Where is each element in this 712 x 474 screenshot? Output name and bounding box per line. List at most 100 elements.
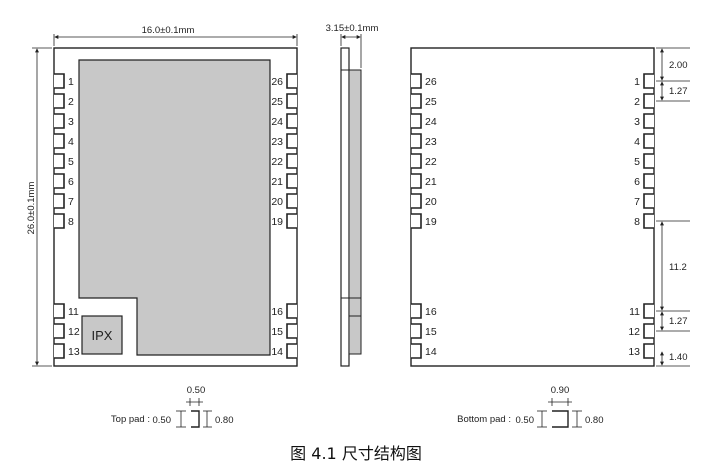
- pin-pad: [286, 323, 297, 339]
- pin-pad: [643, 323, 654, 339]
- pin-pad: [643, 93, 654, 109]
- pin-pad: [411, 213, 422, 229]
- pin-pad: [54, 193, 65, 209]
- pitch-dimension-label: 2.00: [669, 60, 688, 71]
- pin-pad: [54, 153, 65, 169]
- side-view: 3.15±0.1mm: [326, 23, 379, 367]
- pin-number: 24: [271, 116, 283, 128]
- pin-number: 13: [68, 346, 80, 358]
- bottom-pad-right-dim: 0.80: [585, 415, 604, 426]
- pin-number: 7: [68, 196, 74, 208]
- pin-pad: [643, 113, 654, 129]
- pin-number: 19: [271, 216, 283, 228]
- pin-number: 11: [629, 306, 640, 318]
- pin-pad: [286, 193, 297, 209]
- pin-pad: [286, 153, 297, 169]
- pin-pad: [643, 193, 654, 209]
- pin-pad: [286, 113, 297, 129]
- pitch-dimension-label: 11.2: [669, 262, 687, 273]
- pin-pad: [286, 73, 297, 89]
- pin-pad: [411, 193, 422, 209]
- figure-number: 图 4.1: [290, 444, 337, 463]
- top-pad-detail: Top pad : 0.50 0.50 0.80: [111, 385, 234, 428]
- pin-number: 3: [68, 116, 74, 128]
- bottom-pad-detail: Bottom pad : 0.90 0.50 0.80: [457, 385, 604, 428]
- pin-number: 7: [634, 196, 640, 208]
- pin-pad: [54, 73, 65, 89]
- ipx-connector: [81, 315, 123, 355]
- pin-number: 15: [425, 326, 437, 338]
- bottom-pad-shape: [552, 410, 569, 428]
- pin-pad: [54, 173, 65, 189]
- top-pad-left-dim: 0.50: [153, 415, 172, 426]
- pin-number: 23: [271, 136, 283, 148]
- pitch-dimension-label: 1.27: [669, 86, 688, 97]
- pin-pad: [643, 73, 654, 89]
- pin-number: 22: [271, 156, 283, 168]
- pin-pad: [286, 93, 297, 109]
- pin-number: 26: [271, 76, 283, 88]
- pin-pad: [54, 213, 65, 229]
- pin-number: 25: [425, 96, 437, 108]
- pin-number: 5: [634, 156, 640, 168]
- pin-pad: [411, 303, 422, 319]
- pitch-dimension-label: 1.27: [669, 316, 688, 327]
- pin-number: 20: [271, 196, 283, 208]
- pin-pad: [54, 343, 65, 359]
- pin-pad: [643, 153, 654, 169]
- pin-number: 21: [425, 176, 437, 188]
- pin-number: 1: [634, 76, 640, 88]
- pin-number: 24: [425, 116, 437, 128]
- pin-pad: [54, 303, 65, 319]
- pin-number: 5: [68, 156, 74, 168]
- pitch-dimension-label: 1.40: [669, 352, 688, 363]
- pin-pad: [286, 173, 297, 189]
- top-pad-top-dim: 0.50: [187, 385, 206, 396]
- pin-number: 1: [68, 76, 74, 88]
- height-dimension-label: 26.0±0.1mm: [26, 182, 37, 235]
- pin-pad: [411, 93, 422, 109]
- pin-pad: [286, 213, 297, 229]
- pin-pad: [643, 133, 654, 149]
- pin-pad: [54, 133, 65, 149]
- bottom-pad-top-dim: 0.90: [551, 385, 570, 396]
- pin-pad: [54, 113, 65, 129]
- pin-number: 12: [628, 326, 640, 338]
- width-dimension-label: 16.0±0.1mm: [142, 25, 195, 36]
- top-pad-shape: [191, 410, 200, 428]
- bottom-pad-label: Bottom pad :: [457, 414, 511, 425]
- pin-number: 13: [628, 346, 640, 358]
- pin-number: 14: [425, 346, 437, 358]
- pcb-edge: [340, 47, 350, 367]
- pin-pad: [411, 133, 422, 149]
- pin-pad: [411, 323, 422, 339]
- pin-number: 8: [634, 216, 640, 228]
- thickness-dimension-label: 3.15±0.1mm: [326, 23, 379, 34]
- pin-pad: [54, 93, 65, 109]
- pin-pad: [411, 173, 422, 189]
- pin-pad: [411, 113, 422, 129]
- pin-pad: [54, 323, 65, 339]
- bottom-pad-left-dim: 0.50: [516, 415, 535, 426]
- pin-number: 26: [425, 76, 437, 88]
- pin-number: 15: [271, 326, 283, 338]
- pin-number: 12: [68, 326, 80, 338]
- pin-number: 16: [425, 306, 437, 318]
- pin-number: 6: [68, 176, 74, 188]
- top-pad-label: Top pad :: [111, 414, 150, 425]
- pin-number: 3: [634, 116, 640, 128]
- figure-title: 尺寸结构图: [341, 444, 422, 463]
- pin-number: 21: [271, 176, 283, 188]
- ipx-side: [348, 315, 362, 355]
- pin-pad: [643, 343, 654, 359]
- top-pad-right-dim: 0.80: [215, 415, 234, 426]
- pin-number: 8: [68, 216, 74, 228]
- pin-pad: [411, 153, 422, 169]
- pin-pitch-dimensions: 2.00 1.27 11.2 1.27 1.40: [656, 47, 690, 367]
